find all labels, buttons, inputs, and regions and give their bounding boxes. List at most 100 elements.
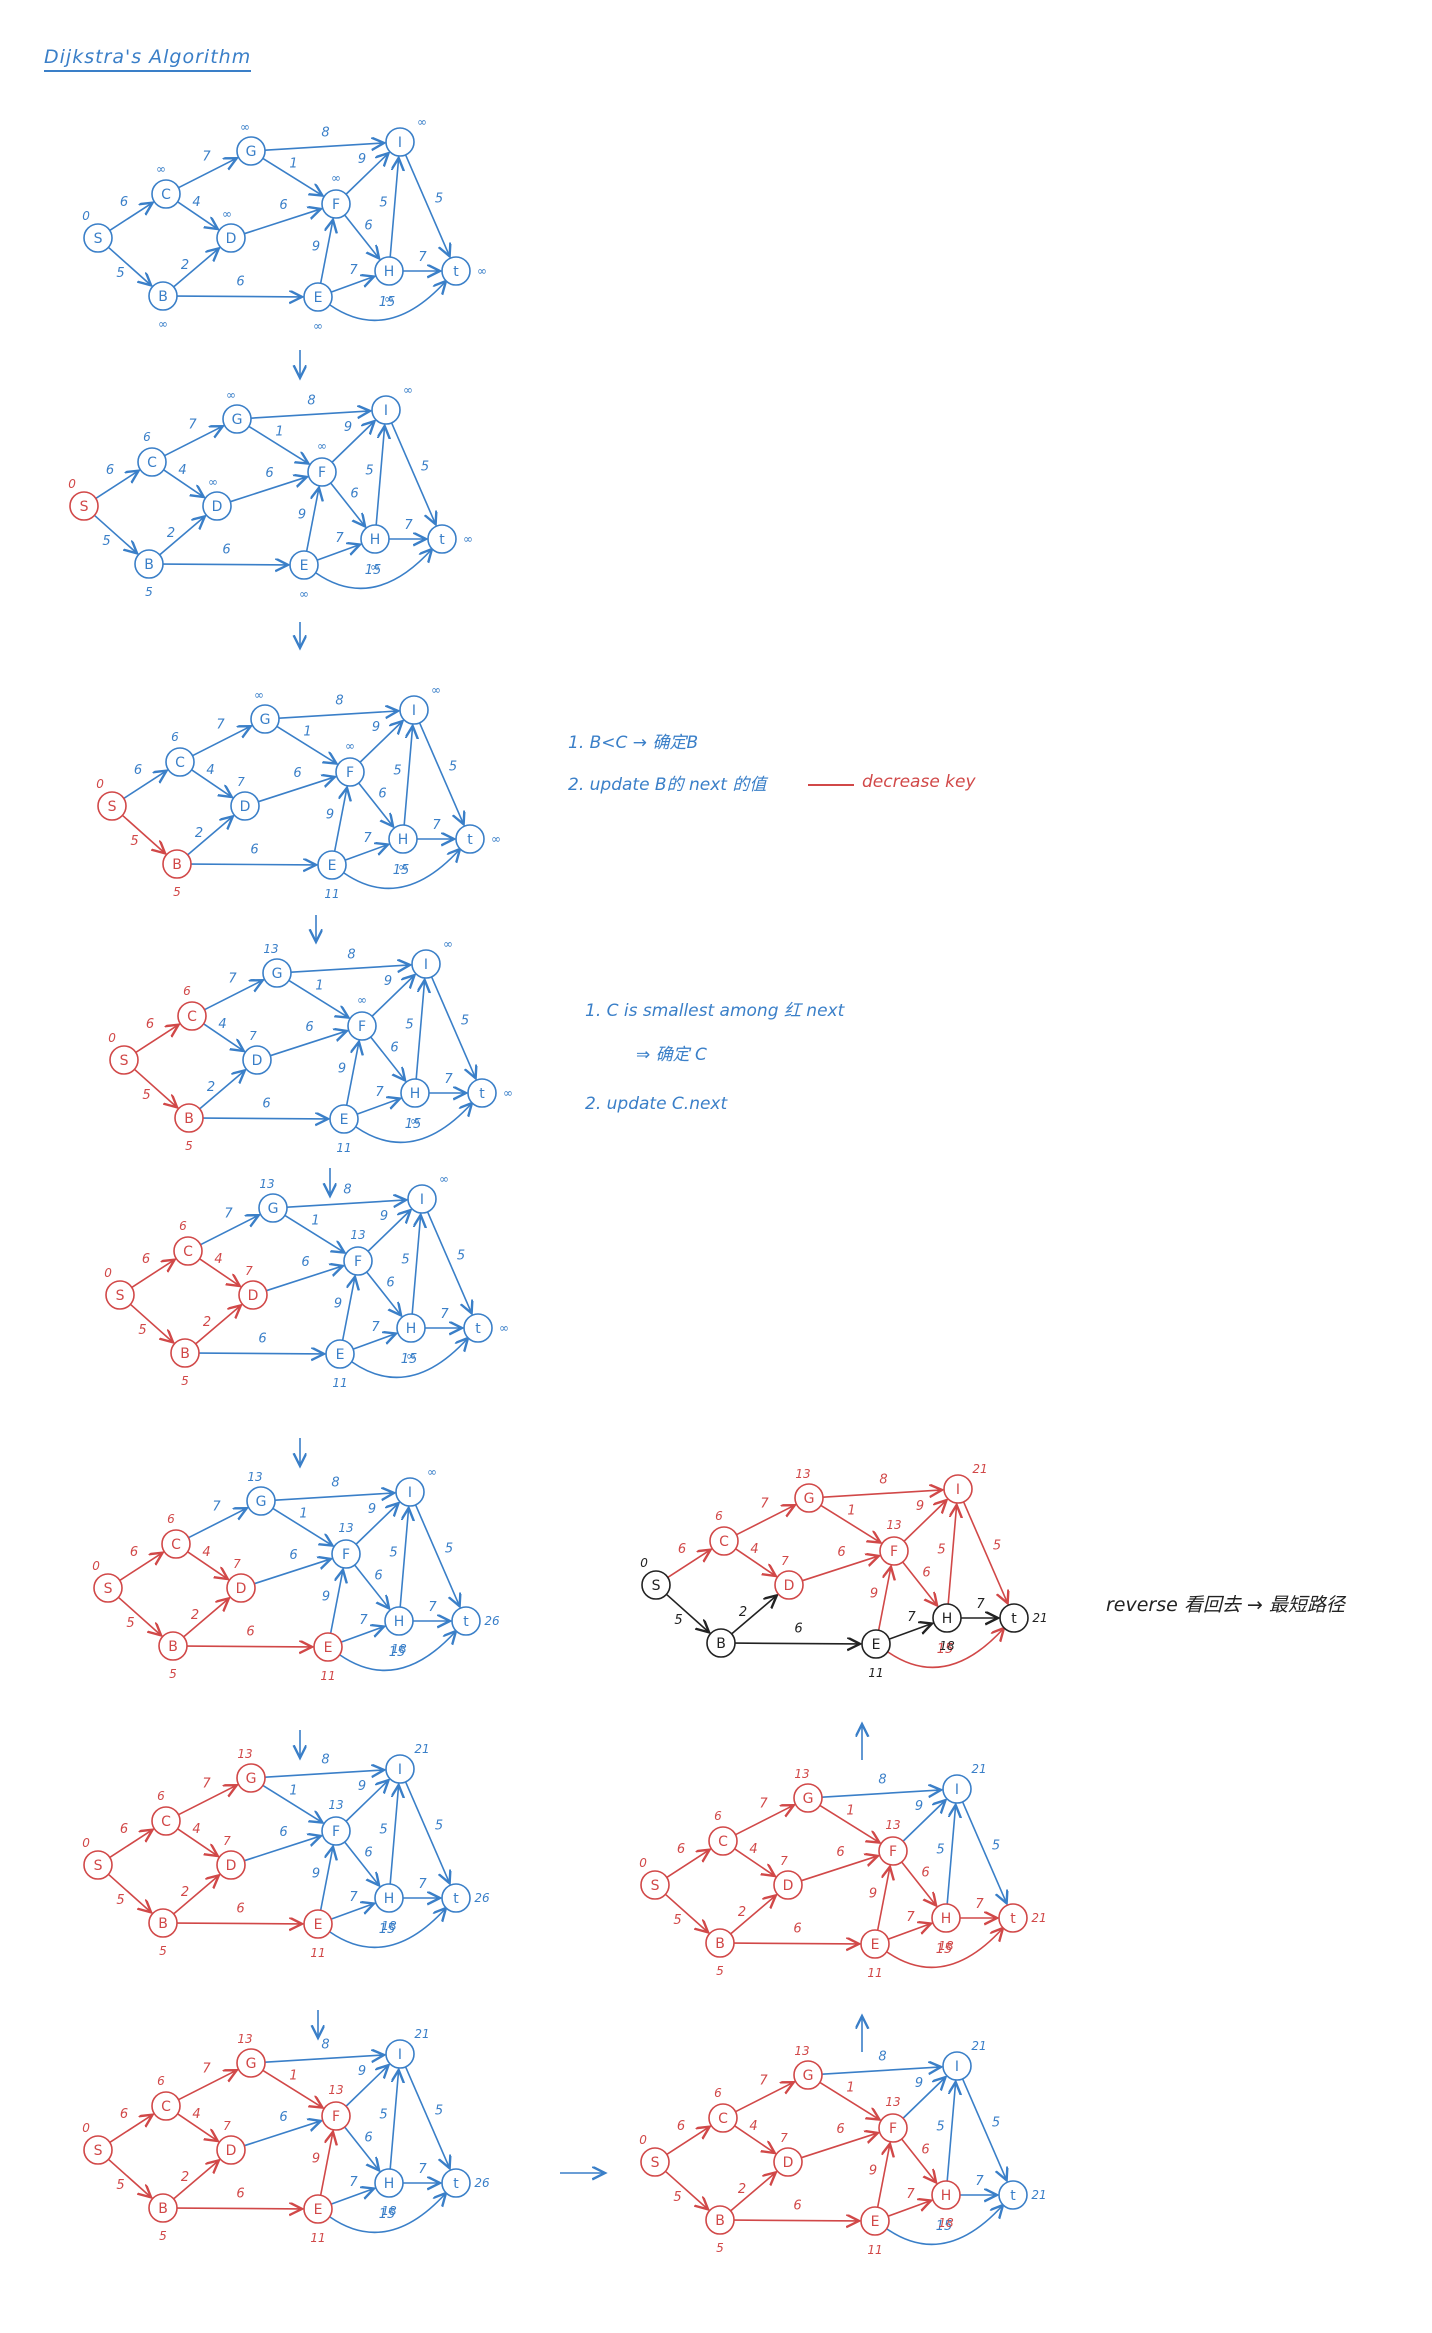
node-dist-B: 5 xyxy=(159,1944,167,1958)
edge-S-C xyxy=(123,771,167,800)
node-dist-G: 13 xyxy=(794,2044,809,2058)
node-label-F: F xyxy=(332,1824,340,1840)
node-label-B: B xyxy=(158,1916,168,1932)
node-label-t: t xyxy=(439,532,445,548)
edge-weight-G-I: 8 xyxy=(878,1773,886,1788)
node-label-I: I xyxy=(424,957,428,973)
edge-E-H xyxy=(344,845,388,861)
edge-G-F xyxy=(284,1214,345,1252)
edge-weight-I-t: 5 xyxy=(992,2116,1000,2131)
node-dist-F: 13 xyxy=(350,1228,365,1242)
node-dist-H: 18 xyxy=(391,1642,407,1656)
edge-weight-C-D: 4 xyxy=(750,1542,758,1557)
edge-weight-B-E: 6 xyxy=(794,1622,802,1637)
flow-arrows xyxy=(300,350,862,2173)
edge-weight-F-H: 6 xyxy=(378,787,386,802)
node-G xyxy=(793,2060,823,2090)
edge-weight-S-B: 5 xyxy=(138,1323,146,1338)
edge-weight-B-D: 2 xyxy=(181,258,189,273)
node-dist-C: 6 xyxy=(715,1509,723,1523)
edge-B-E xyxy=(176,1923,302,1924)
edge-C-D xyxy=(199,1258,240,1286)
node-label-D: D xyxy=(248,1288,259,1304)
edge-B-E xyxy=(202,1118,328,1119)
edge-S-B xyxy=(133,1068,177,1107)
edge-weight-B-D: 2 xyxy=(191,1608,199,1623)
node-dist-B: 5 xyxy=(716,1964,724,1978)
edge-weight-S-C: 6 xyxy=(142,1252,150,1267)
edge-weight-F-H: 6 xyxy=(364,1846,372,1861)
edge-G-F xyxy=(820,1504,881,1542)
node-E xyxy=(289,550,319,580)
edge-I-t xyxy=(961,1801,1007,1903)
edge-D-F xyxy=(801,1856,877,1882)
edge-S-C xyxy=(131,1260,175,1289)
edge-C-D xyxy=(177,1828,218,1856)
edge-E-t xyxy=(329,1908,446,1949)
node-label-B: B xyxy=(158,289,168,305)
edge-weight-I-t: 5 xyxy=(992,1839,1000,1854)
edge-weight-S-C: 6 xyxy=(120,195,128,210)
node-S xyxy=(93,1573,123,1603)
edge-I-t xyxy=(426,1211,472,1313)
edge-weight-G-F: 1 xyxy=(275,425,283,440)
node-label-B: B xyxy=(715,2213,725,2229)
edge-weight-B-E: 6 xyxy=(246,1625,254,1640)
node-dist-G: 13 xyxy=(247,1470,262,1484)
node-C xyxy=(137,447,167,477)
node-B xyxy=(148,1908,178,1938)
edge-weight-I-t: 5 xyxy=(435,192,443,207)
node-S xyxy=(641,1570,671,1600)
node-H xyxy=(374,256,404,286)
edge-weight-H-I: 5 xyxy=(379,196,387,211)
node-dist-F: ∞ xyxy=(357,993,367,1007)
edge-S-C xyxy=(119,1553,163,1582)
edge-B-E xyxy=(176,2208,302,2209)
edge-C-G xyxy=(736,1505,794,1536)
node-label-G: G xyxy=(272,966,283,982)
node-dist-t: ∞ xyxy=(499,1321,509,1335)
edge-B-D xyxy=(173,248,219,288)
edge-weight-H-t: 7 xyxy=(418,250,427,265)
edge-E-t xyxy=(886,2205,1003,2246)
edge-E-t xyxy=(343,849,460,890)
edge-G-F xyxy=(272,1507,333,1545)
edge-F-I xyxy=(345,2065,388,2107)
node-dist-C: 6 xyxy=(157,2074,165,2088)
node-I xyxy=(942,1774,972,1804)
node-label-S: S xyxy=(651,2155,660,2171)
node-label-F: F xyxy=(346,765,354,781)
edge-E-F xyxy=(333,788,347,852)
node-label-D: D xyxy=(226,2143,237,2159)
edge-E-H xyxy=(887,1924,931,1940)
edge-E-F xyxy=(877,1567,891,1631)
edge-weight-C-G: 7 xyxy=(212,1500,221,1515)
edge-D-F xyxy=(244,2121,320,2147)
node-I xyxy=(385,1754,415,1784)
edge-weight-D-F: 6 xyxy=(305,1020,313,1035)
edge-E-t xyxy=(887,1628,1004,1669)
edge-G-F xyxy=(288,979,349,1017)
node-dist-t: 26 xyxy=(474,1891,490,1905)
node-label-D: D xyxy=(783,2155,794,2171)
node-label-t: t xyxy=(467,832,473,848)
note-decrease-key: decrease key xyxy=(862,772,976,792)
node-B xyxy=(705,1928,735,1958)
node-dist-B: 5 xyxy=(185,1139,193,1153)
node-dist-G: 13 xyxy=(259,1177,274,1191)
node-dist-F: ∞ xyxy=(345,739,355,753)
node-B xyxy=(705,2205,735,2235)
node-dist-D: 7 xyxy=(780,2131,788,2145)
edge-weight-E-F: 9 xyxy=(869,1887,877,1902)
edge-weight-S-C: 6 xyxy=(678,1542,686,1557)
node-t xyxy=(455,824,485,854)
edge-S-C xyxy=(666,2127,710,2156)
node-label-E: E xyxy=(300,558,309,574)
node-label-S: S xyxy=(94,1858,103,1874)
node-label-I: I xyxy=(955,1782,959,1798)
edge-I-t xyxy=(962,1501,1008,1603)
edge-C-D xyxy=(191,769,232,797)
edge-weight-C-G: 7 xyxy=(759,1797,768,1812)
edge-S-C xyxy=(135,1025,179,1054)
